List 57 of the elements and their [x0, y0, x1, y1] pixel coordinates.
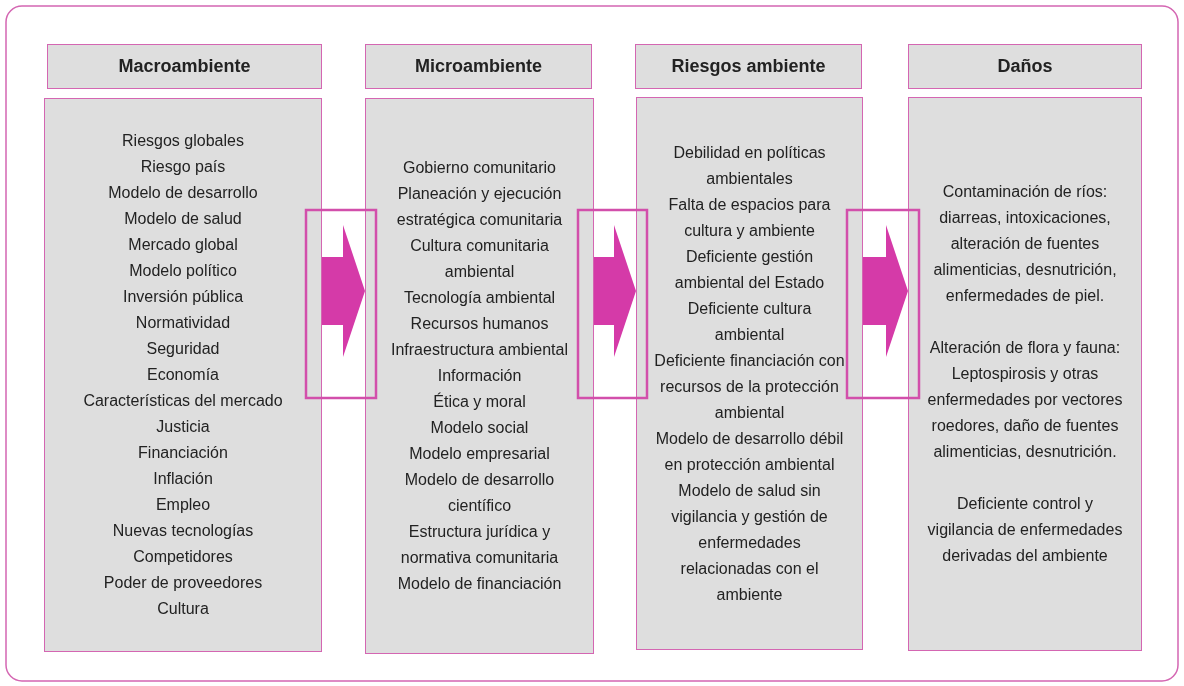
list-item: Ética y moral: [432, 391, 527, 412]
list-item: Planeación y ejecución estratégica comunitaria: [395, 184, 564, 230]
list-item: Inversión pública: [121, 287, 245, 307]
list-item: Modelo de desarrollo: [107, 183, 259, 203]
list-item: Modelo de salud: [123, 209, 243, 229]
column-title: Riesgos ambiente: [671, 56, 826, 77]
list-item: Información: [436, 366, 523, 386]
list-item: Estructura jurídica y normativa comunitaria: [399, 522, 560, 568]
header-box: [365, 44, 592, 89]
list-item: Debilidad en políticas ambientales: [672, 142, 827, 189]
list-item: Economía: [145, 365, 220, 385]
list-item: Cultura: [156, 599, 210, 619]
list-item: Mercado global: [127, 235, 239, 255]
list-item: Características del mercado: [82, 391, 284, 411]
header-box: [635, 44, 862, 89]
content-box: [44, 98, 322, 652]
paragraph: Alteración de flora y fauna: Leptospirosis y otras enfermedades por vectores roedores, daño de fuentes alimenticias, desnutrición.: [926, 338, 1124, 462]
list-item: Modelo político: [128, 261, 238, 281]
list-item: Poder de proveedores: [102, 573, 264, 593]
block-arrow: [322, 225, 365, 357]
content-box: [636, 97, 863, 650]
list-item: Modelo de financiación: [396, 574, 563, 594]
list-item: Riesgo país: [139, 157, 227, 177]
list-item: Financiación: [137, 443, 229, 463]
list-item: Justicia: [155, 417, 211, 437]
list-item: Competidores: [132, 547, 234, 567]
list-item: Falta de espacios para cultura y ambiente: [667, 194, 832, 241]
list-item: Modelo de desarrollo científico: [403, 470, 556, 516]
column-title: Macroambiente: [118, 56, 251, 77]
list-item: Modelo empresarial: [408, 444, 551, 464]
paragraph: Deficiente control y vigilancia de enfermedades derivadas del ambiente: [926, 494, 1124, 566]
list-item: Normatividad: [134, 313, 232, 333]
list-item: Gobierno comunitario: [402, 158, 557, 178]
block-arrow: [594, 225, 636, 357]
list-item: Nuevas tecnologías: [111, 521, 255, 541]
list-item: Deficiente financiación con recursos de la protección ambiental: [653, 350, 846, 423]
list-item: Riesgos globales: [121, 131, 245, 151]
block-arrow: [863, 225, 908, 357]
list-item: Modelo social: [429, 418, 530, 438]
content-box: [365, 98, 594, 654]
content-box: [908, 97, 1142, 651]
list-item: Deficiente gestión ambiental del Estado: [673, 246, 826, 293]
list-item: Inflación: [152, 469, 214, 489]
column-title: Daños: [997, 56, 1053, 77]
header-box: [908, 44, 1142, 89]
list-item: Tecnología ambiental: [402, 288, 557, 308]
list-item: Cultura comunitaria ambiental: [409, 236, 550, 282]
paragraph: Contaminación de ríos: diarreas, intoxicaciones, alteración de fuentes alimenticias, desnutrición, enfermedades de piel.: [932, 182, 1118, 306]
list-item: Modelo de desarrollo débil en protección ambiental: [654, 428, 845, 475]
column-title: Microambiente: [415, 56, 542, 77]
list-item: Deficiente cultura ambiental: [686, 298, 813, 345]
list-item: Seguridad: [145, 339, 221, 359]
list-item: Infraestructura ambiental: [390, 340, 569, 360]
header-box: [47, 44, 322, 89]
list-item: Empleo: [154, 495, 212, 515]
list-item: Recursos humanos: [409, 314, 550, 334]
list-item: Modelo de salud sin vigilancia y gestión de enfermedades relacionadas con el ambiente: [670, 480, 829, 605]
